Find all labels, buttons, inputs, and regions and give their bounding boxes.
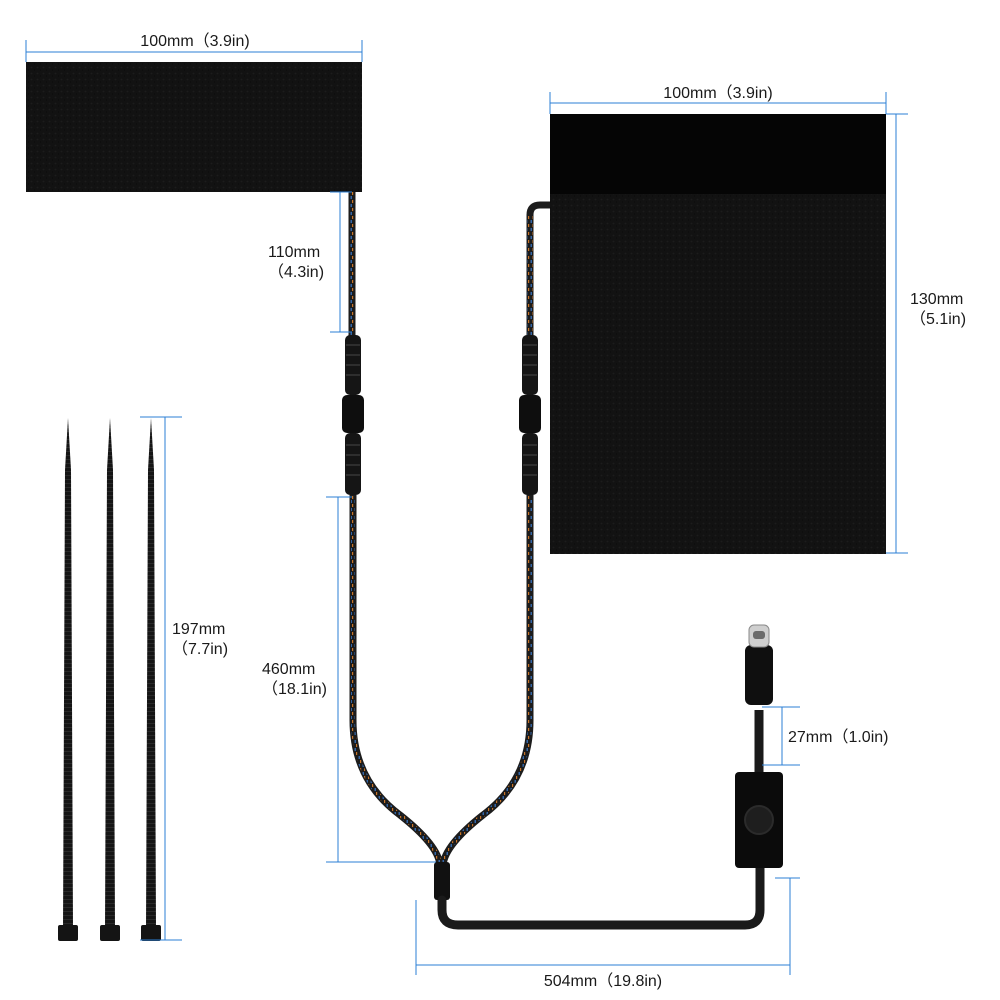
branch-cables: [349, 495, 534, 866]
main-cable: [437, 863, 765, 930]
pad-left-width-label: 100mm（3.9in): [140, 33, 250, 50]
cable-connector-right-icon: [519, 335, 541, 495]
cable-tie-icon: [58, 418, 78, 941]
usb-c-plug-icon: [745, 624, 773, 772]
cable-tie-icon: [141, 418, 161, 941]
heating-pad-right-icon: [550, 114, 886, 554]
cable-tie-icon: [100, 418, 120, 941]
main-cable-length-label: 504mm（19.8in): [543, 973, 663, 990]
pad-right-height-label: 130mm （5.1in): [910, 291, 967, 328]
heating-pad-left-icon: [26, 62, 362, 192]
right-lead-cable: [526, 201, 550, 340]
branch-length-label: 460mm （18.1in): [262, 661, 327, 698]
power-switch-icon: [735, 772, 783, 868]
y-splitter-icon: [434, 862, 450, 900]
dimension-lines: [25, 40, 908, 975]
cable-connector-left-icon: [342, 335, 364, 495]
hook-strip: [550, 114, 886, 194]
lead-length-label: 110mm （4.3in): [268, 244, 325, 281]
plug-length-label: 27mm（1.0in): [788, 729, 889, 746]
tie-length-label: 197mm （7.7in): [172, 621, 229, 658]
pad-right-width-label: 100mm（3.9in): [663, 85, 773, 102]
